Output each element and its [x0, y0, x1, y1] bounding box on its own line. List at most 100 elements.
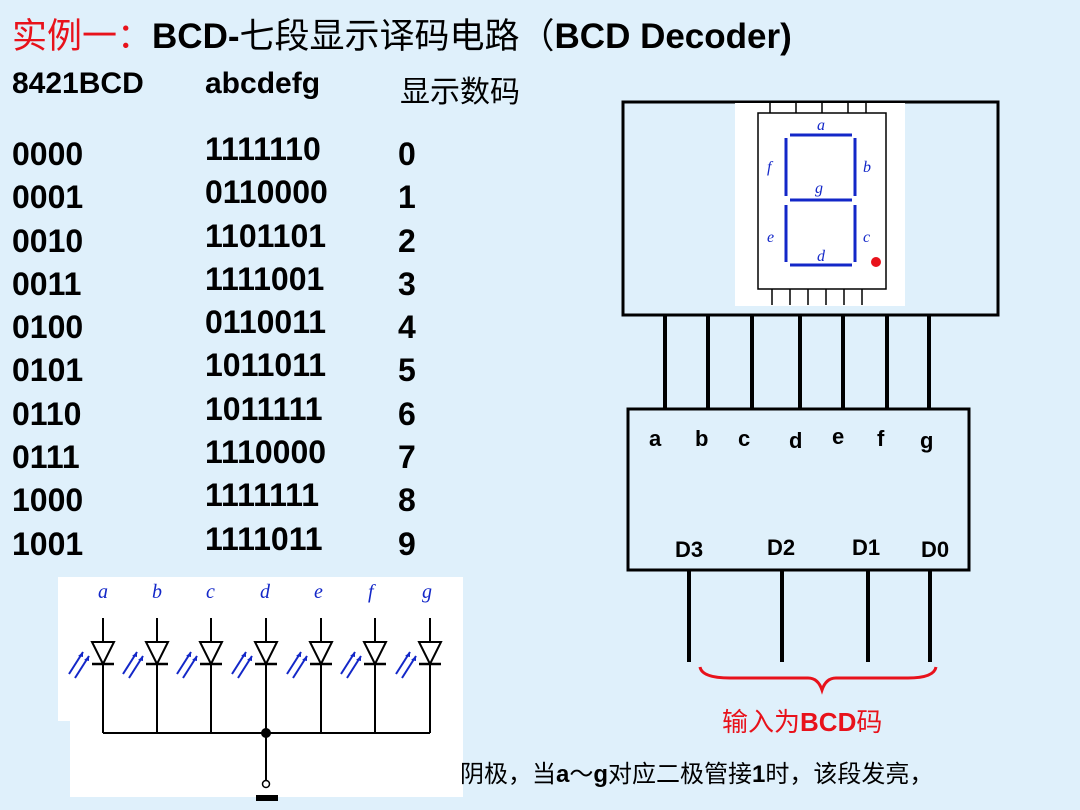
table-cell: 2 [398, 222, 416, 259]
footer-part: ～ [569, 761, 594, 788]
diode [395, 618, 443, 733]
display-panel [735, 103, 905, 306]
footer-part: 对应二极管接 [608, 761, 753, 788]
ground-symbol [256, 795, 278, 801]
table-cell: 0111 [12, 439, 80, 476]
decoder-output-label: a [649, 426, 662, 451]
decimal-point [871, 257, 881, 267]
footer-part: 阴极，当 [460, 761, 556, 788]
footer-part: 时，该段发亮， [765, 761, 934, 788]
decoder-output-label: d [789, 428, 802, 453]
diode-label: g [422, 581, 432, 603]
input-brace [698, 666, 938, 695]
table-cell: 0110000 [205, 174, 328, 211]
decoder-output-label: b [695, 426, 708, 451]
table-cell: 1101101 [205, 217, 327, 254]
title-en: BCD- [152, 17, 240, 56]
segment-label: b [863, 159, 871, 176]
diode-labels: a b c d e f g [98, 581, 432, 603]
diode [340, 618, 388, 733]
decoder-output-label: f [877, 426, 885, 451]
table-cell: 0101 [12, 352, 84, 389]
display-housing [621, 100, 1000, 317]
table-cell: 7 [398, 439, 416, 476]
decoder-box [626, 407, 971, 572]
column-digit: 0 1 2 3 4 5 6 7 8 9 [398, 133, 416, 566]
table-cell: 0010 [12, 222, 84, 259]
table-cell: 1 [398, 179, 416, 216]
table-cell: 0001 [12, 179, 84, 216]
table-cell: 1001 [12, 525, 84, 562]
footer-bold: 1 [752, 761, 766, 788]
segment-label: a [817, 117, 825, 134]
table-cell: 6 [398, 395, 416, 432]
table-cell: 1111110 [205, 131, 321, 167]
input-note: 输入为BCD码 [722, 702, 882, 739]
column-bcd: 0000 0001 0010 0011 0100 0101 0110 0111 … [12, 133, 83, 566]
table-cell: 9 [398, 525, 416, 562]
segment-labels: a b c d e f g [767, 117, 871, 265]
decoder-input-label: D0 [921, 537, 949, 562]
footer-note: 阴极，当a～g对应二极管接1时，该段发亮， [460, 754, 933, 789]
table-cell: 1111001 [205, 260, 325, 297]
decoder-input-label: D3 [675, 537, 703, 562]
decoder-input-label: D1 [852, 535, 880, 560]
bottom-pins [771, 289, 863, 305]
decoder-output-label: g [920, 428, 933, 453]
diode-label: b [152, 581, 162, 603]
table-cell: 1110000 [205, 434, 327, 471]
segment-label: d [817, 248, 826, 265]
table-cell: 1111011 [205, 520, 323, 557]
decoder-output-label: e [832, 424, 844, 449]
header-segments: abcdefg [205, 67, 321, 100]
diode [68, 618, 116, 733]
input-note-bold: BCD [800, 707, 857, 737]
table-cell: 4 [398, 309, 416, 346]
input-note-prefix: 输入为 [722, 707, 801, 737]
title-prefix: 实例一： [12, 17, 153, 57]
title-cn: 七段显示译码电路（ [239, 17, 555, 57]
input-wires [687, 570, 932, 662]
decoder-input-label: D2 [767, 535, 795, 560]
connector-wires [663, 315, 931, 409]
segment-label: f [767, 159, 774, 176]
table-cell: 3 [398, 265, 416, 302]
diode [122, 618, 170, 733]
table-cell: 8 [398, 482, 416, 519]
footer-bold: g [593, 761, 609, 788]
footer-bold: a [556, 761, 570, 788]
header-bcd: 8421BCD [12, 67, 144, 100]
segment-label: g [815, 180, 823, 197]
table-cell: 1000 [12, 482, 84, 519]
table-cell: 0011 [12, 265, 82, 302]
table-cell: 0100 [12, 309, 84, 346]
input-note-suffix: 码 [856, 707, 883, 737]
diode [231, 618, 279, 733]
diode [176, 618, 224, 733]
table-cell: 1011111 [205, 390, 323, 427]
page-title: 实例一：BCD-七段显示译码电路（BCD Decoder) [12, 8, 792, 59]
table-cell: 1011011 [205, 347, 327, 384]
top-pins [769, 103, 867, 113]
table-cell: 0000 [12, 136, 84, 172]
diode-label: a [98, 581, 108, 603]
diode-array [68, 618, 443, 733]
table-cell: 0110 [12, 395, 82, 432]
diode [286, 618, 334, 733]
decoder-inputs: D3 D2 D1 D0 [675, 535, 949, 562]
ground-terminal [261, 779, 271, 789]
seven-segment-digit [784, 133, 857, 267]
segment-label: c [863, 229, 870, 246]
header-digit: 显示数码 [400, 75, 520, 110]
decoder-outputs: a b c d e f g [649, 424, 933, 453]
table-cell: 0110011 [205, 304, 327, 341]
column-segments: 1111110 0110000 1101101 1111001 0110011 … [205, 128, 328, 561]
table-cell: 5 [398, 352, 416, 389]
title-en2: BCD Decoder) [554, 17, 792, 56]
diode-label: d [260, 581, 271, 603]
diode-label: f [368, 581, 376, 603]
decoder-output-label: c [738, 426, 750, 451]
diode-label: e [314, 581, 323, 603]
segment-label: e [767, 229, 774, 246]
